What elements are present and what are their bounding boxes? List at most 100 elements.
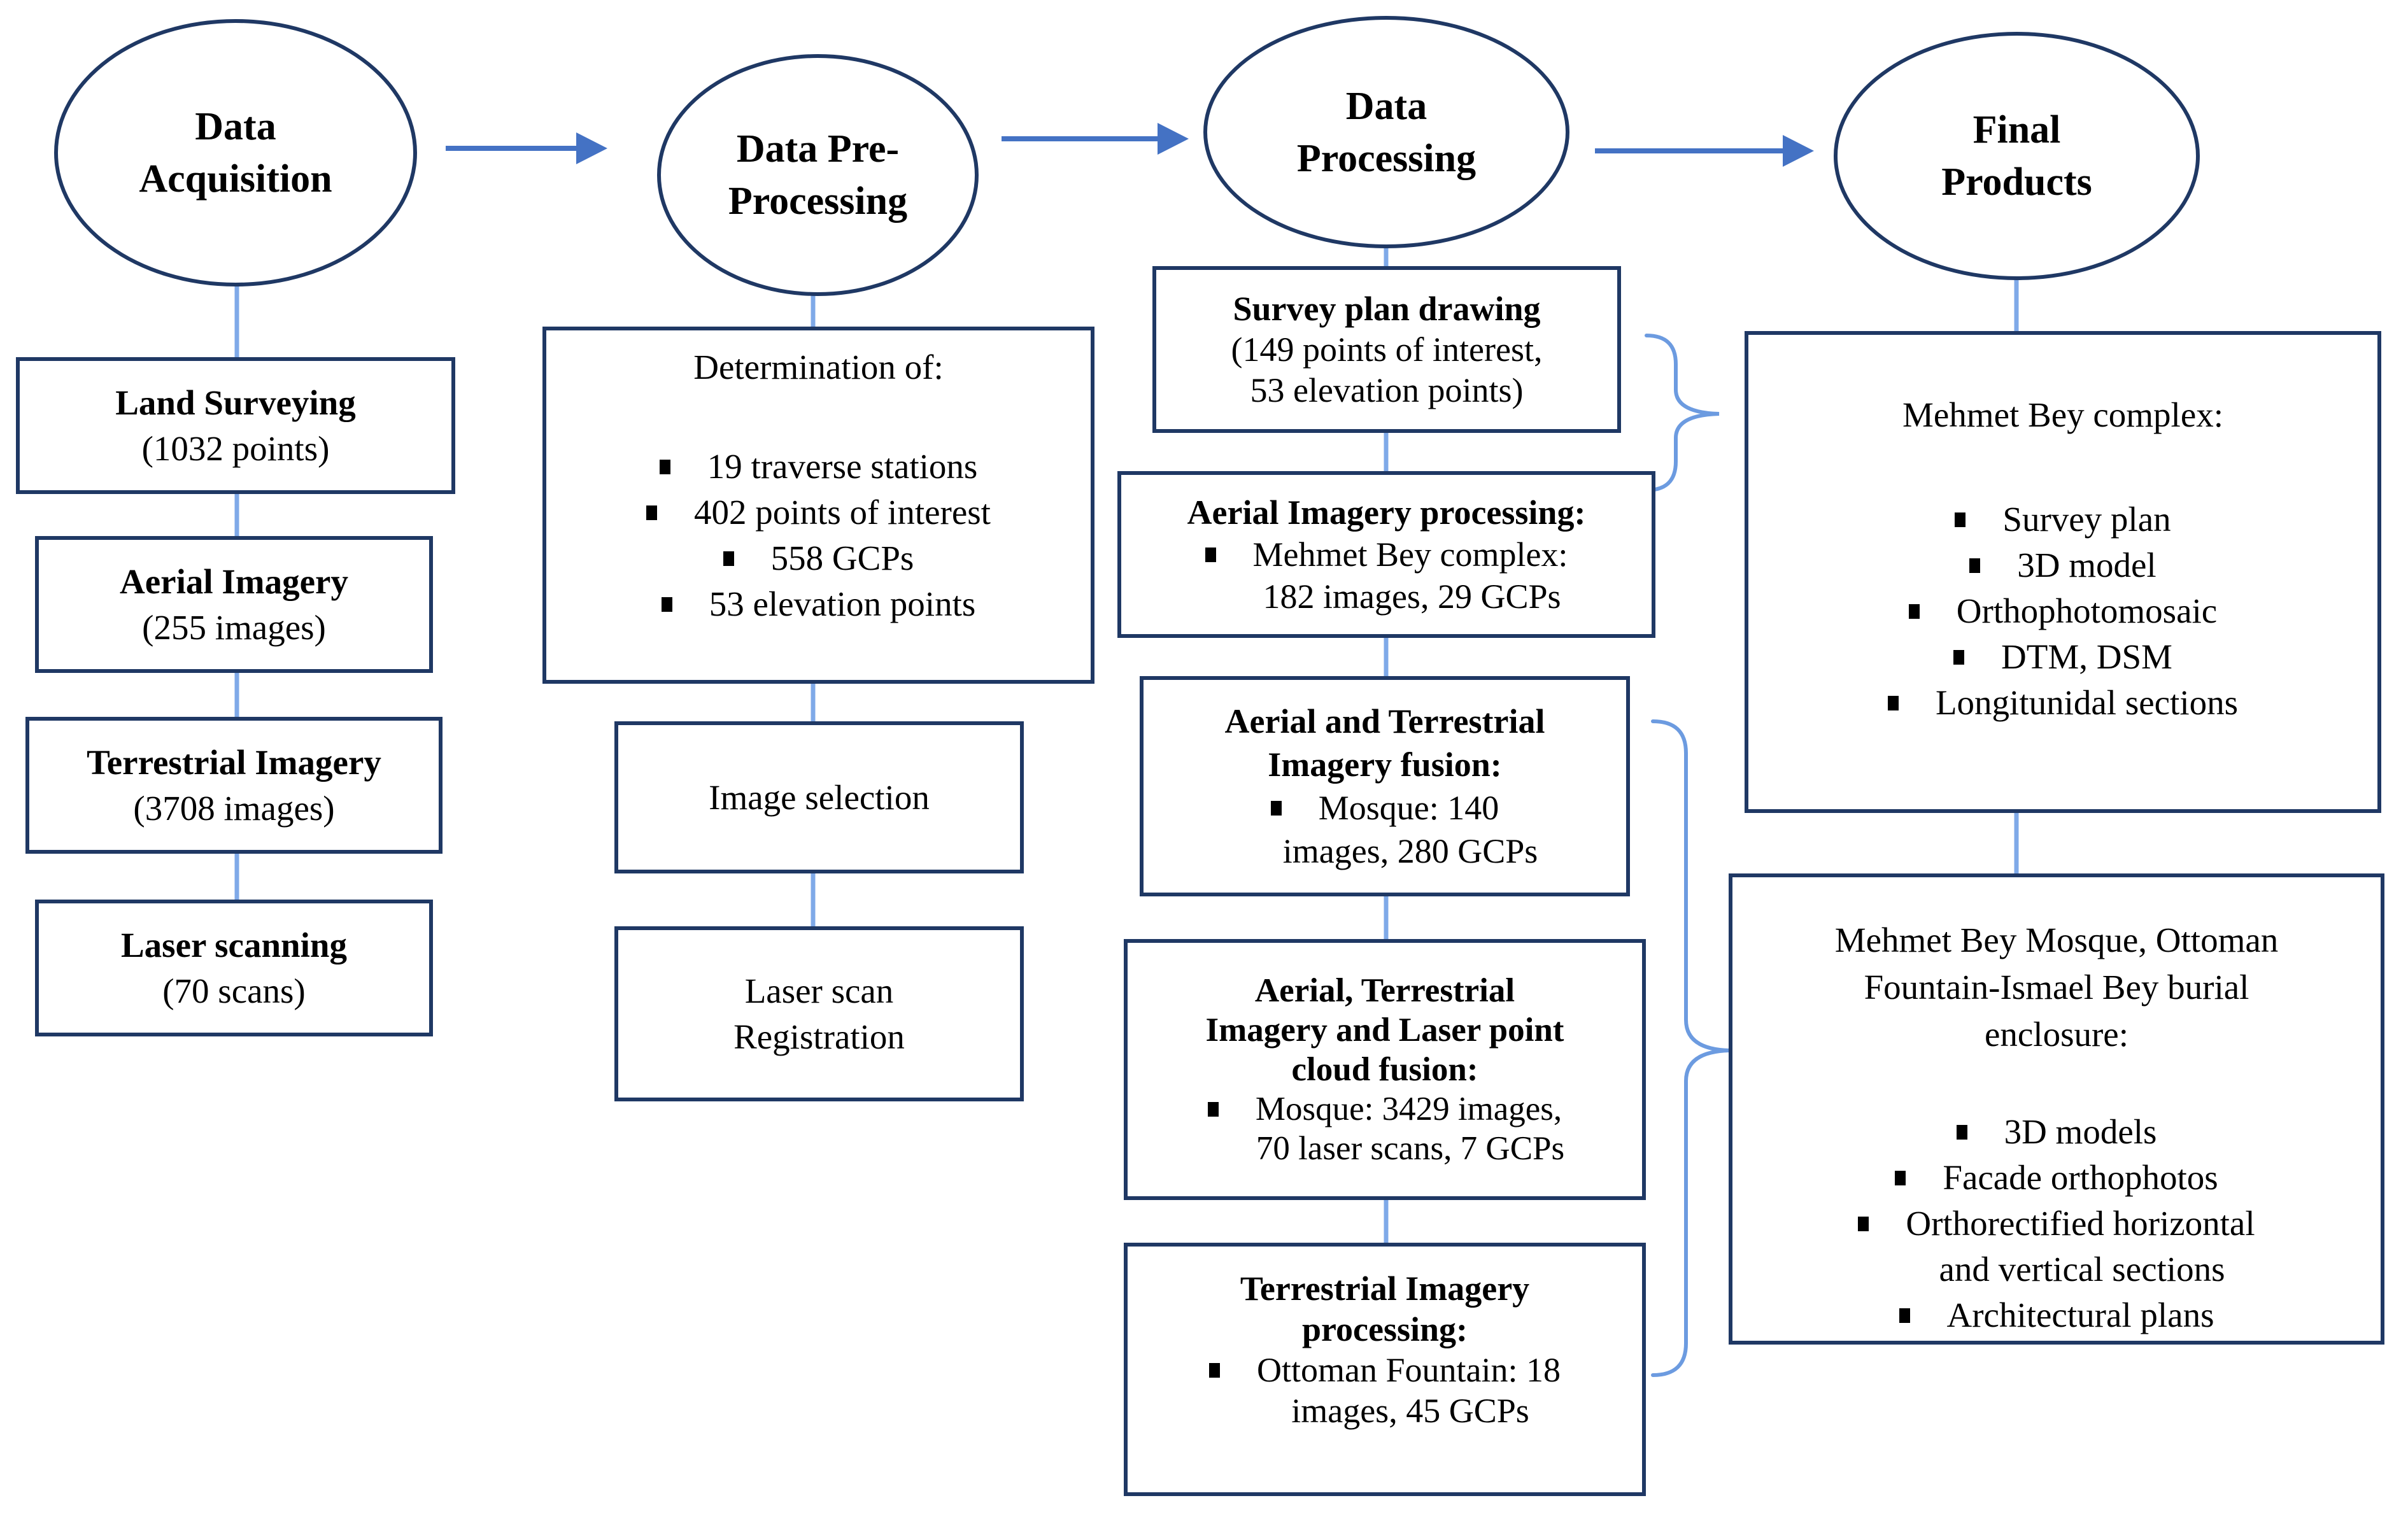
bullet-square-icon xyxy=(1969,558,1981,573)
bullet-item: Orthophotomosaic xyxy=(1748,588,2377,634)
box-subtitle: (3708 images) xyxy=(133,788,335,828)
box-aerial-imagery: Aerial Imagery (255 images) xyxy=(35,536,433,673)
bullet-item: Facade orthophotos xyxy=(1732,1155,2381,1201)
bullet-item: 558 GCPs xyxy=(546,535,1091,581)
box-subtitle: (70 scans) xyxy=(162,971,306,1010)
ellipse-label-line: Data xyxy=(195,105,276,148)
box-title: Terrestrial Imagery xyxy=(87,742,381,782)
box-text-line: (149 points of interest, xyxy=(1231,330,1543,369)
box-title: Land Surveying xyxy=(115,383,356,422)
arrow-processing-to-final xyxy=(1595,135,1814,167)
bullet-square-icon xyxy=(1956,1124,1967,1140)
bullet-square-icon xyxy=(646,505,658,520)
bullet-text: Orthorectified horizontal xyxy=(1906,1204,2255,1243)
box-title: Laser scanning xyxy=(120,925,348,964)
box-text-line: Laser scan xyxy=(744,971,894,1010)
bullet-text: Facade orthophotos xyxy=(1943,1158,2218,1197)
box-laser-point-cloud-fusion: Aerial, Terrestrial Imagery and Laser po… xyxy=(1124,939,1646,1200)
box-laser-scanning: Laser scanning (70 scans) xyxy=(35,900,433,1036)
bullet-continuation: and vertical sections xyxy=(1939,1250,2225,1289)
box-mosque-fountain-products: Mehmet Bey Mosque, Ottoman Fountain-Isma… xyxy=(1729,873,2384,1345)
bullet-text: 3D model xyxy=(2017,546,2157,584)
box-subtitle: (1032 points) xyxy=(141,428,330,468)
bullet-square-icon xyxy=(1899,1308,1910,1323)
bullet-item: Architectural plans xyxy=(1732,1292,2381,1338)
bullet-text: Mosque: 140 xyxy=(1318,789,1499,827)
box-title: Aerial and Terrestrial xyxy=(1224,702,1545,740)
bullet-continuation: images, 45 GCPs xyxy=(1291,1392,1529,1430)
stage-ellipse-data-acquisition: Data Acquisition xyxy=(54,19,417,286)
bullet-item: Longitunidal sections xyxy=(1748,680,2377,726)
box-laser-scan-registration: Laser scan Registration xyxy=(614,926,1024,1101)
bullet-text: Orthophotomosaic xyxy=(1956,591,2218,630)
bullet-item: 402 points of interest xyxy=(546,490,1091,535)
bullet-text: 402 points of interest xyxy=(694,493,991,532)
box-determination: Determination of: 19 traverse stations 4… xyxy=(542,327,1094,684)
box-title: Aerial, Terrestrial xyxy=(1254,972,1515,1009)
bullet-item: Ottoman Fountain: 18 xyxy=(1128,1350,1642,1390)
bullet-item: DTM, DSM xyxy=(1748,634,2377,680)
box-title: processing: xyxy=(1301,1310,1468,1348)
bullet-square-icon xyxy=(723,551,734,566)
bullet-item: 53 elevation points xyxy=(546,581,1091,627)
bullet-list: Survey plan 3D model Orthophotomosaic DT… xyxy=(1748,497,2377,726)
bullet-item: Orthorectified horizontal xyxy=(1732,1201,2381,1247)
box-aerial-terrestrial-fusion: Aerial and Terrestrial Imagery fusion: M… xyxy=(1140,676,1630,896)
bullet-text: 3D models xyxy=(2004,1112,2157,1151)
bullet-square-icon xyxy=(1858,1216,1869,1231)
bullet-text: 19 traverse stations xyxy=(707,447,978,486)
ellipse-label-line: Data Pre- xyxy=(736,127,900,171)
box-subtitle: (255 images) xyxy=(142,607,326,647)
bullet-continuation: 70 laser scans, 7 GCPs xyxy=(1256,1130,1565,1167)
box-land-surveying: Land Surveying (1032 points) xyxy=(16,357,455,494)
box-title: Survey plan drawing xyxy=(1233,290,1541,328)
box-survey-plan-drawing: Survey plan drawing (149 points of inter… xyxy=(1152,266,1621,433)
bullet-square-icon xyxy=(1270,800,1282,816)
ellipse-label-line: Processing xyxy=(1296,136,1477,180)
box-title: enclosure: xyxy=(1984,1015,2128,1054)
bullet-item: 3D model xyxy=(1748,542,2377,588)
box-aerial-imagery-processing: Aerial Imagery processing: Mehmet Bey co… xyxy=(1117,471,1655,638)
box-title: Aerial Imagery xyxy=(120,562,348,601)
bullet-square-icon xyxy=(1953,649,1965,665)
bullet-text: 558 GCPs xyxy=(770,539,914,577)
bullet-item: Survey plan xyxy=(1748,497,2377,542)
brace-fusion-to-mosque xyxy=(1651,719,1730,1377)
bullet-text: Mehmet Bey complex: xyxy=(1252,535,1568,574)
ellipse-label-line: Processing xyxy=(728,180,908,223)
bullet-square-icon xyxy=(1908,604,1920,619)
bullet-square-icon xyxy=(659,459,670,474)
box-title: Terrestrial Imagery xyxy=(1240,1269,1530,1308)
box-title: Image selection xyxy=(709,777,930,817)
box-title: Fountain-Ismael Bey burial xyxy=(1864,968,2249,1007)
bullet-square-icon xyxy=(1205,547,1216,562)
stage-ellipse-data-preprocessing: Data Pre- Processing xyxy=(657,54,979,296)
bullet-text: DTM, DSM xyxy=(2001,637,2172,676)
bullet-square-icon xyxy=(1955,512,1966,527)
bullet-list: 3D models Facade orthophotos Orthorectif… xyxy=(1732,1109,2381,1338)
brace-survey-aerial-to-complex xyxy=(1645,334,1720,492)
bullet-continuation: images, 280 GCPs xyxy=(1282,832,1538,870)
ellipse-label-line: Acquisition xyxy=(139,157,332,201)
bullet-item-continuation: and vertical sections xyxy=(1732,1247,2381,1292)
bullet-text: Survey plan xyxy=(2002,500,2171,539)
box-title: Mehmet Bey complex: xyxy=(1902,395,2224,434)
stage-ellipse-data-processing: Data Processing xyxy=(1203,16,1569,248)
bullet-list: 19 traverse stations 402 points of inter… xyxy=(546,444,1091,627)
bullet-square-icon xyxy=(1887,695,1899,710)
bullet-square-icon xyxy=(1207,1101,1219,1117)
box-terrestrial-imagery-processing: Terrestrial Imagery processing: Ottoman … xyxy=(1124,1243,1646,1496)
bullet-continuation: 182 images, 29 GCPs xyxy=(1263,577,1561,616)
box-text-line: 53 elevation points) xyxy=(1250,371,1524,409)
box-image-selection: Image selection xyxy=(614,721,1024,873)
box-title: Aerial Imagery processing: xyxy=(1187,493,1586,532)
bullet-square-icon xyxy=(1895,1170,1906,1185)
ellipse-label-line: Data xyxy=(1345,84,1427,128)
box-title: Imagery fusion: xyxy=(1268,745,1502,784)
bullet-item: Mehmet Bey complex: xyxy=(1121,533,1652,576)
bullet-item: 3D models xyxy=(1732,1109,2381,1155)
ellipse-label-line: Final xyxy=(1972,108,2061,152)
box-title: cloud fusion: xyxy=(1291,1051,1478,1088)
bullet-text: Longitunidal sections xyxy=(1935,683,2239,722)
